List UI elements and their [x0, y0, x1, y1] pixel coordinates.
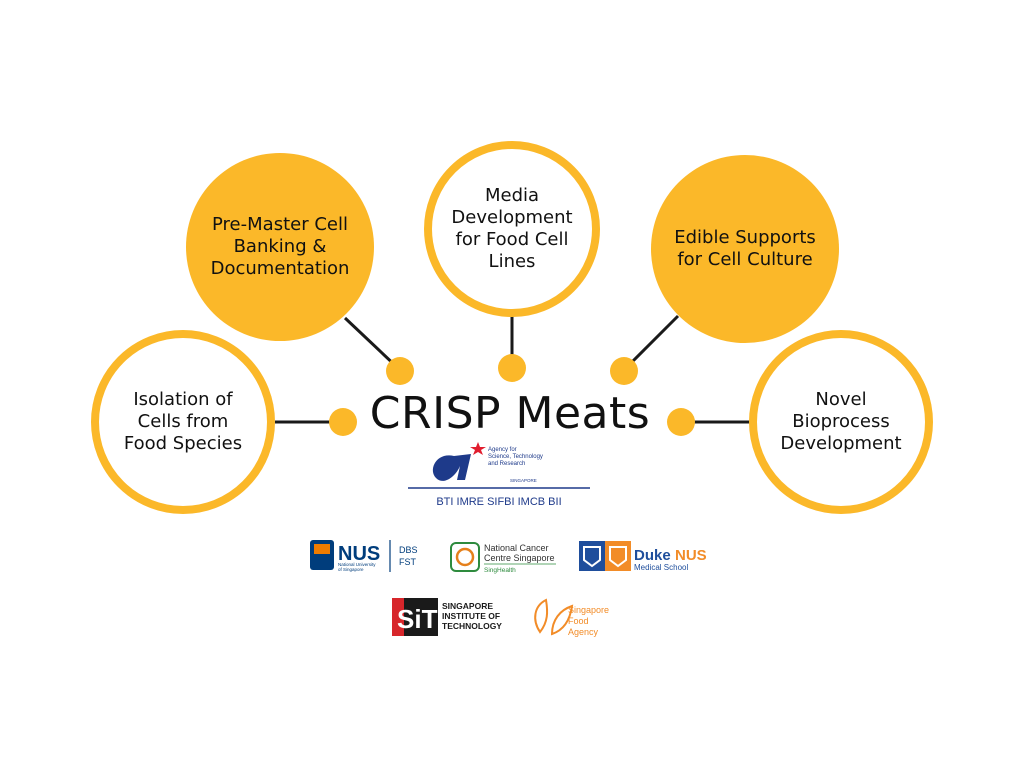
duke-nus-logo: Duke NUS Medical School [579, 541, 707, 572]
dot-edible [610, 357, 638, 385]
duke-name1: Duke [634, 547, 671, 564]
nccs-line1: National Cancer [484, 543, 549, 553]
nus-logo: NUS National University of Singapore DBS… [310, 540, 418, 572]
sit-line1: SINGAPORE [442, 601, 493, 611]
node-circle-bioprocess [749, 330, 933, 514]
sit-line2: INSTITUTE OF [442, 611, 500, 621]
astar-line2: Science, Technology [488, 454, 543, 460]
astar-a-mark [432, 454, 471, 481]
astar-line3: and Research [488, 461, 525, 467]
dot-pre-master [386, 357, 414, 385]
nus-name: NUS [338, 543, 380, 565]
sfa-leaf-icon [534, 598, 574, 636]
sit-mark: SiT [397, 604, 438, 634]
dot-media [498, 354, 526, 382]
node-circle-edible [651, 155, 839, 343]
duke-sub: Medical School [634, 563, 688, 572]
nus-crest-inner [314, 544, 330, 554]
node-label-media: Media Development for Food Cell Lines [451, 185, 573, 272]
node-circle-media [424, 141, 600, 317]
sfa-logo: Singapore Food Agency [534, 598, 609, 637]
nccs-line2: Centre Singapore [484, 553, 555, 563]
sfa-line2: Food [568, 616, 589, 626]
nccs-line3: SingHealth [484, 567, 516, 574]
sit-logo: SiT SINGAPORE INSTITUTE OF TECHNOLOGY [392, 598, 502, 636]
node-label-edible: Edible Supports for Cell Culture [674, 227, 816, 270]
node-label-isolation: Isolation of Cells from Food Species [123, 389, 243, 454]
sfa-line3: Agency [568, 627, 599, 637]
duke-shield-mark-2 [609, 546, 627, 568]
sit-line3: TECHNOLOGY [442, 621, 502, 631]
astar-country: SINGAPORE [510, 478, 537, 483]
astar-line1: Agency for [488, 447, 517, 453]
node-label-bioprocess: Novel Bioprocess Development [780, 389, 902, 454]
astar-star-icon [470, 442, 486, 455]
astar-logo: Agency for Science, Technology and Resea… [408, 442, 590, 508]
nccs-logo: National Cancer Centre Singapore SingHea… [450, 542, 556, 574]
duke-name2: NUS [675, 547, 707, 564]
nccs-mark-ring [455, 547, 475, 567]
nus-dept2: FST [399, 557, 417, 567]
sfa-line1: Singapore [568, 605, 609, 615]
nus-sub2: of Singapore [338, 567, 364, 572]
node-circle-isolation [91, 330, 275, 514]
node-label-pre-master: Pre-Master Cell Banking & Documentation [210, 214, 350, 279]
nus-dept1: DBS [399, 545, 418, 555]
astar-institutes: BTI IMRE SIFBI IMCB BII [436, 496, 561, 508]
node-circle-pre-master [186, 153, 374, 341]
duke-shield-mark [583, 546, 601, 568]
nus-sub1: National University [338, 562, 376, 567]
nccs-mark-icon [450, 542, 480, 572]
dot-bioprocess [667, 408, 695, 436]
dot-isolation [329, 408, 357, 436]
diagram-title: CRISP Meats [369, 388, 651, 439]
sit-mark-red [392, 598, 404, 636]
